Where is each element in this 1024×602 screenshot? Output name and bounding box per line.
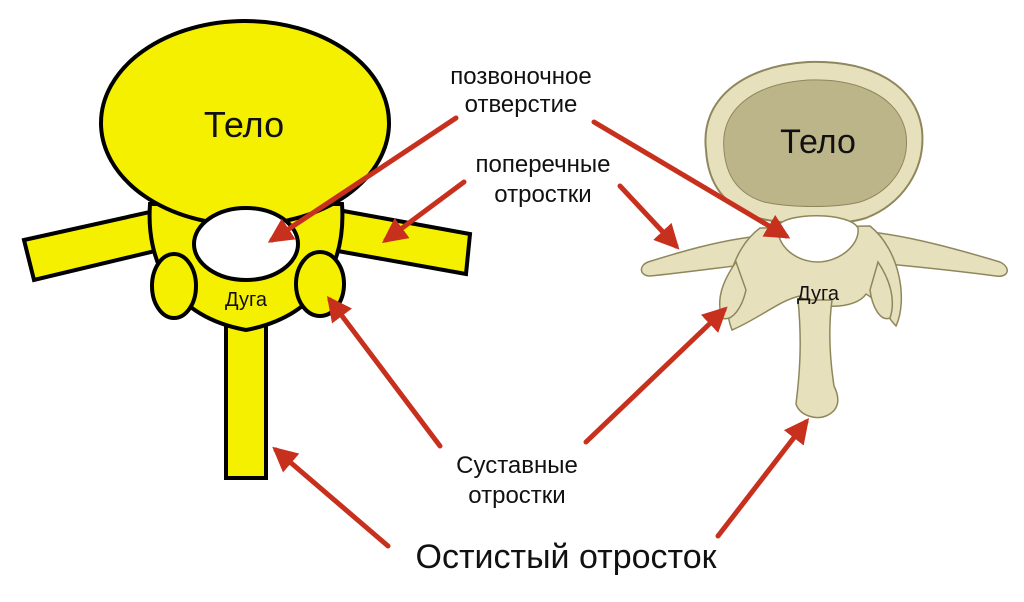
arrow-foramen-real — [591, 119, 791, 239]
label-spinous: Остистый отросток — [416, 538, 718, 576]
real-transverse-process-left — [640, 235, 772, 277]
arrow-spinous-schematic — [272, 446, 391, 549]
label-arch-schematic: Дуга — [225, 289, 268, 311]
annotation-arrows — [267, 115, 810, 549]
arrow-articular-real — [583, 306, 728, 445]
label-arch-real: Дуга — [797, 283, 840, 305]
real-spinous-process — [795, 299, 839, 419]
label-body-schematic: Тело — [204, 104, 284, 145]
label-transverse-line1: поперечные — [476, 151, 611, 178]
schematic-vertebral-foramen — [192, 206, 300, 282]
schematic-articular-left — [150, 252, 198, 320]
label-articular-line2: отростки — [468, 482, 565, 509]
arrow-articular-schematic — [326, 296, 443, 449]
arrow-transverse-schematic — [381, 179, 467, 243]
real-body-surface — [723, 79, 907, 207]
schematic-spinous-process — [224, 316, 268, 480]
label-body-real: Тело — [780, 123, 856, 161]
real-vertebral-foramen — [777, 215, 859, 263]
arrow-foramen-schematic — [267, 115, 459, 243]
real-articular-right — [869, 260, 894, 320]
real-vertebra: Тело Дуга — [640, 60, 1008, 419]
label-vertebral-foramen-line2: отверстие — [465, 91, 578, 118]
schematic-transverse-process-right — [329, 207, 473, 277]
real-transverse-process-right — [865, 231, 1008, 277]
label-vertebral-foramen-line1: позвоночное — [450, 63, 591, 90]
arrow-spinous-real — [715, 418, 810, 539]
arrow-transverse-real — [617, 183, 680, 250]
label-transverse-line2: отростки — [494, 181, 591, 208]
label-articular-line1: Суставные — [456, 452, 578, 479]
schematic-vertebra: Тело Дуга — [21, 19, 473, 480]
